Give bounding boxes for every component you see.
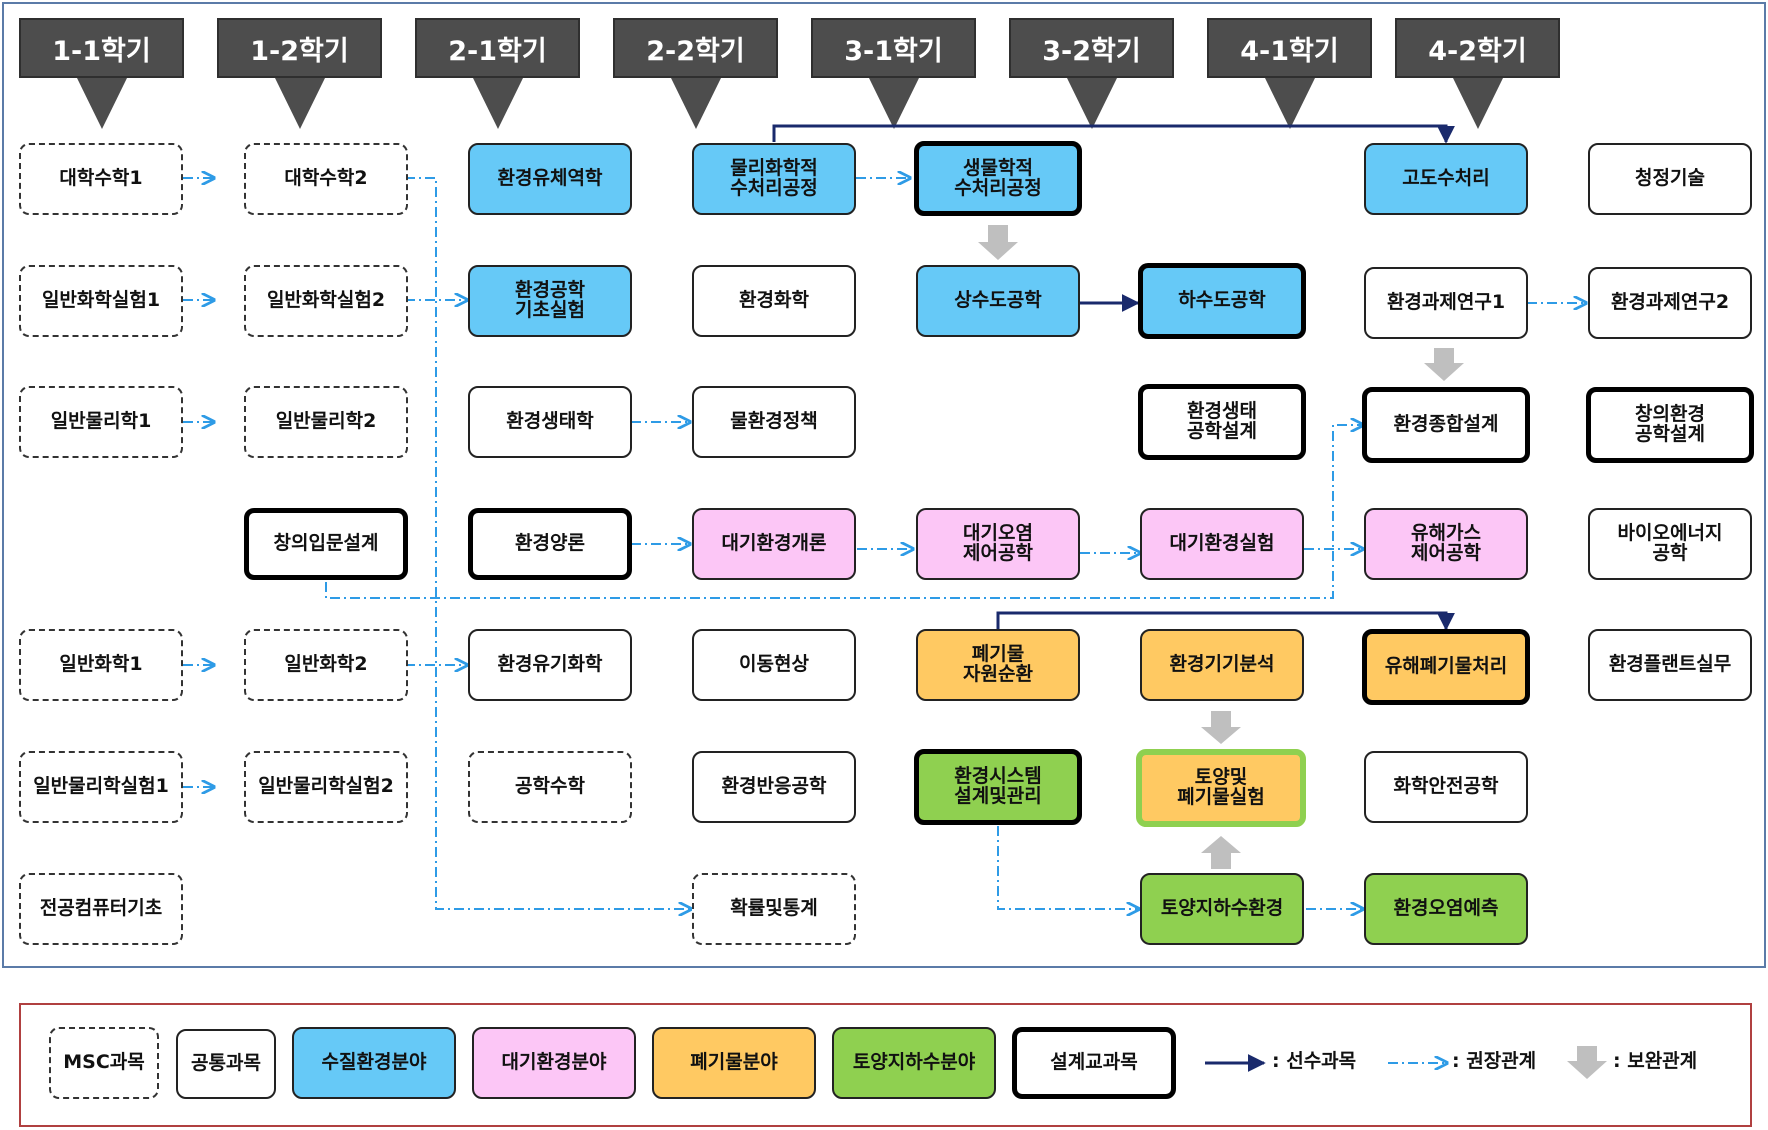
course-physchem-water-treatment: 물리화학적 수처리공정 [692, 143, 856, 215]
course-eco-eng-design: 환경생태 공학설계 [1138, 384, 1306, 460]
course-env-pollution-prediction: 환경오염예측 [1364, 873, 1528, 945]
course-env-organic-chem: 환경유기화학 [468, 629, 632, 701]
semester-header-2-2: 2-2학기 [613, 18, 778, 129]
semester-label: 4-1학기 [1207, 18, 1372, 78]
course-soil-waste-lab: 토양및 폐기물실험 [1136, 749, 1306, 827]
course-chem-safety-eng: 화학안전공학 [1364, 751, 1528, 823]
semester-header-3-2: 3-2학기 [1009, 18, 1174, 129]
legend-water: 수질환경분야 [292, 1027, 456, 1099]
legend-soil: 토양지하수분야 [832, 1027, 996, 1099]
semester-label: 1-1학기 [19, 18, 184, 78]
course-env-fluid-mechanics: 환경유체역학 [468, 143, 632, 215]
course-general-physics-lab-2: 일반물리학실험2 [244, 751, 408, 823]
course-creative-env-eng-design: 창의환경 공학설계 [1586, 387, 1754, 463]
legend-waste: 폐기물분야 [652, 1027, 816, 1099]
course-general-physics-1: 일반물리학1 [19, 386, 183, 458]
course-env-project-research-2: 환경과제연구2 [1588, 267, 1752, 339]
course-env-eng-basic-lab: 환경공학 기초실험 [468, 265, 632, 337]
legend-box [19, 1003, 1752, 1127]
semester-header-2-1: 2-1학기 [415, 18, 580, 129]
course-hazardous-waste-treatment: 유해폐기물처리 [1362, 629, 1530, 705]
course-env-instrumental-analysis: 환경기기분석 [1140, 629, 1304, 701]
semester-header-1-2: 1-2학기 [217, 18, 382, 129]
course-calculus-1: 대학수학1 [19, 143, 183, 215]
legend-recommend-label: : 권장관계 [1452, 1050, 1537, 1072]
semester-label: 3-1학기 [811, 18, 976, 78]
course-air-pollution-control: 대기오염 제어공학 [916, 508, 1080, 580]
course-computer-basics: 전공컴퓨터기초 [19, 873, 183, 945]
course-probability-statistics: 확률및통계 [692, 873, 856, 945]
course-env-reaction-eng: 환경반응공학 [692, 751, 856, 823]
course-general-chem-lab-2: 일반화학실험2 [244, 265, 408, 337]
course-calculus-2: 대학수학2 [244, 143, 408, 215]
course-clean-technology: 청정기술 [1588, 143, 1752, 215]
course-intro-atmospheric-env: 대기환경개론 [692, 508, 856, 580]
course-bioenergy-eng: 바이오에너지 공학 [1588, 508, 1752, 580]
course-env-chemistry: 환경화학 [692, 265, 856, 337]
legend-common: 공통과목 [176, 1029, 276, 1099]
course-general-physics-lab-1: 일반물리학실험1 [19, 751, 183, 823]
semester-label: 1-2학기 [217, 18, 382, 78]
semester-label: 4-2학기 [1395, 18, 1560, 78]
recommend-link [405, 177, 691, 909]
course-env-stoichiometry: 환경양론 [468, 508, 632, 580]
course-water-supply-eng: 상수도공학 [916, 265, 1080, 337]
semester-header-3-1: 3-1학기 [811, 18, 976, 129]
course-harmful-gas-control: 유해가스 제어공학 [1364, 508, 1528, 580]
legend-prereq-label: : 선수과목 [1272, 1050, 1357, 1072]
course-env-system-design-mgmt: 환경시스템 설계및관리 [914, 749, 1082, 825]
semester-label: 3-2학기 [1009, 18, 1174, 78]
course-soil-groundwater-env: 토양지하수환경 [1140, 873, 1304, 945]
recommend-link [997, 826, 1139, 909]
semester-header-4-2: 4-2학기 [1395, 18, 1560, 129]
legend-supplement-label: : 보완관계 [1613, 1050, 1698, 1072]
legend-design: 설계교과목 [1012, 1027, 1176, 1099]
course-env-plant-practice: 환경플랜트실무 [1588, 629, 1752, 701]
legend-msc: MSC과목 [49, 1027, 159, 1099]
course-env-capstone-design: 환경종합설계 [1362, 387, 1530, 463]
course-waste-resource-circulation: 폐기물 자원순환 [916, 629, 1080, 701]
course-env-project-research-1: 환경과제연구1 [1364, 267, 1528, 339]
supplement-arrow-icon [1201, 711, 1241, 744]
semester-header-1-1: 1-1학기 [19, 18, 184, 129]
semester-header-4-1: 4-1학기 [1207, 18, 1372, 129]
legend-air: 대기환경분야 [472, 1027, 636, 1099]
course-env-ecology: 환경생태학 [468, 386, 632, 458]
curriculum-frame [2, 2, 1766, 968]
course-general-physics-2: 일반물리학2 [244, 386, 408, 458]
course-eng-math: 공학수학 [468, 751, 632, 823]
course-creative-intro-design: 창의입문설계 [244, 508, 408, 580]
supplement-arrow-icon [1424, 348, 1464, 381]
course-water-policy: 물환경정책 [692, 386, 856, 458]
course-general-chem-lab-1: 일반화학실험1 [19, 265, 183, 337]
semester-label: 2-2학기 [613, 18, 778, 78]
prerequisite-link [772, 124, 1455, 144]
course-sewerage-eng: 하수도공학 [1138, 263, 1306, 339]
course-transport-phenomena: 이동현상 [692, 629, 856, 701]
prerequisite-link [996, 611, 1455, 631]
course-general-chem-1: 일반화학1 [19, 629, 183, 701]
semester-label: 2-1학기 [415, 18, 580, 78]
supplement-arrow-icon [978, 225, 1018, 260]
course-atmospheric-env-lab: 대기환경실험 [1140, 508, 1304, 580]
recommend-link [325, 425, 1363, 599]
course-advanced-water-treatment: 고도수처리 [1364, 143, 1528, 215]
course-general-chem-2: 일반화학2 [244, 629, 408, 701]
supplement-arrow-icon [1201, 836, 1241, 869]
course-bio-water-treatment: 생물학적 수처리공정 [914, 141, 1082, 216]
